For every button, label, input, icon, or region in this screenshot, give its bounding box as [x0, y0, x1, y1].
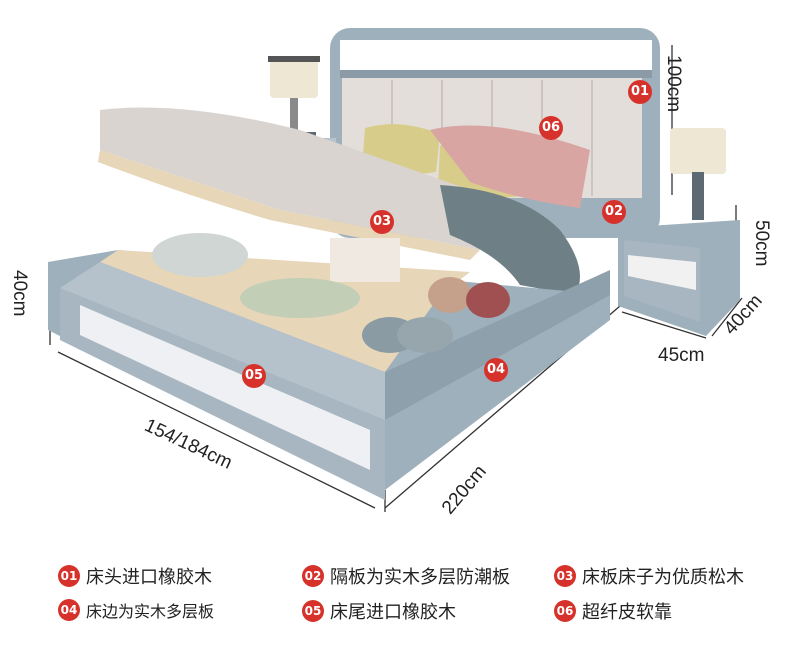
legend-number-03: 03	[554, 565, 576, 587]
product-scene: 100cm 50cm 40cm 45cm 40cm 154/184cm 220c…	[9, 28, 772, 518]
legend-number-05: 05	[302, 600, 324, 622]
legend-item-06: 06 超纤皮软靠	[554, 598, 672, 624]
legend-item-05: 05 床尾进口橡胶木	[302, 598, 456, 624]
badge-01: 01	[628, 80, 652, 104]
legend-number-04: 04	[58, 599, 80, 621]
badge-05: 05	[242, 364, 266, 388]
bed-height-label: 40cm	[9, 270, 30, 317]
material-legend: 01 床头进口橡胶木 02 隔板为实木多层防潮板 03 床板床子为优质松木 04…	[0, 552, 790, 648]
legend-item-01: 01 床头进口橡胶木	[58, 563, 212, 589]
badge-03: 03	[370, 210, 394, 234]
bed-illustration	[48, 28, 743, 512]
legend-number-01: 01	[58, 565, 80, 587]
legend-item-02: 02 隔板为实木多层防潮板	[302, 563, 510, 589]
legend-text-04: 床边为实木多层板	[86, 602, 215, 621]
pillows	[362, 124, 590, 208]
legend-number-02: 02	[302, 565, 324, 587]
right-nightstand	[618, 128, 740, 336]
nightstand-width-label: 45cm	[658, 345, 705, 366]
storage-contents	[152, 233, 510, 353]
headboard-height-label: 100cm	[663, 55, 684, 113]
nightstand-height-label: 50cm	[751, 220, 772, 267]
legend-item-03: 03 床板床子为优质松木	[554, 563, 744, 589]
legend-item-04: 04 床边为实木多层板	[58, 598, 214, 622]
legend-text-05: 床尾进口橡胶木	[330, 602, 456, 623]
legend-text-01: 床头进口橡胶木	[86, 567, 212, 588]
badge-06: 06	[539, 116, 563, 140]
legend-text-02: 隔板为实木多层防潮板	[330, 567, 510, 588]
throw-blanket	[440, 185, 580, 295]
legend-number-06: 06	[554, 600, 576, 622]
badge-02: 02	[602, 200, 626, 224]
legend-text-06: 超纤皮软靠	[582, 602, 672, 623]
badge-04: 04	[484, 358, 508, 382]
legend-text-03: 床板床子为优质松木	[582, 567, 744, 588]
